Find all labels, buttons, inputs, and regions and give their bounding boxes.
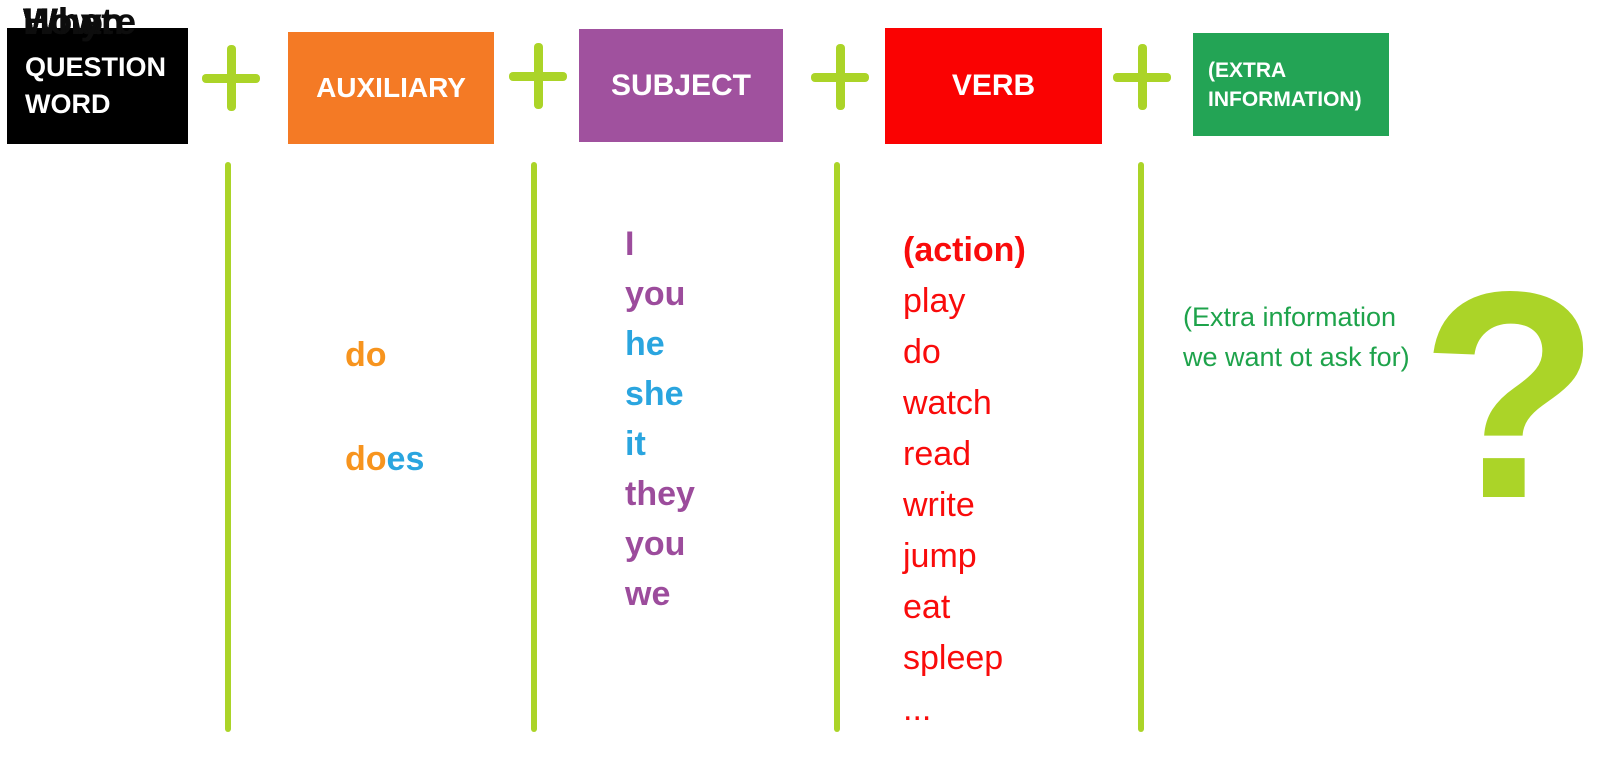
verb-box-label: VERB	[951, 69, 1036, 102]
verb-example: watch	[903, 384, 992, 422]
column-divider	[225, 162, 231, 732]
plus-vertical-bar	[835, 44, 845, 110]
verb-example: jump	[903, 537, 977, 575]
question-word-item: What	[23, 1, 114, 42]
subject-pronoun: you	[625, 275, 686, 313]
auxiliary-box-label: AUXILIARY	[316, 72, 466, 103]
plus-vertical-bar	[533, 43, 543, 109]
subject-pronoun: you	[625, 525, 686, 563]
extra-information-box-label: (EXTRA INFORMATION)	[1208, 58, 1362, 111]
subject-pronoun: I	[625, 225, 635, 263]
subject-box: SUBJECT	[579, 29, 783, 142]
verb-example: read	[903, 435, 972, 473]
subject-pronoun: they	[625, 475, 695, 513]
subject-pronoun: it	[625, 425, 646, 463]
auxiliary-does-root: do	[345, 440, 387, 478]
verb-example: do	[903, 333, 941, 371]
question-word-box-label: QUESTION WORD	[25, 52, 167, 119]
question-word-box: QUESTION WORD	[7, 28, 188, 144]
question-word-item: Where	[23, 1, 137, 42]
question-word-item: When	[23, 1, 124, 42]
subject-box-label: SUBJECT	[610, 68, 752, 102]
subject-pronoun: we	[625, 575, 671, 613]
extra-information-note-line1: (Extra information	[1183, 302, 1397, 332]
extra-information-box: (EXTRA INFORMATION)	[1193, 33, 1389, 136]
plus-icon	[1113, 44, 1171, 110]
column-divider	[531, 162, 537, 732]
extra-information-note: (Extra information we want ot ask for)	[1183, 297, 1410, 377]
auxiliary-do-text: do	[345, 336, 387, 374]
extra-information-note-line2: we want ot ask for)	[1183, 342, 1410, 372]
auxiliary-box: AUXILIARY	[288, 32, 494, 144]
verb-box: VERB	[885, 28, 1102, 144]
plus-vertical-bar	[1137, 44, 1147, 110]
plus-icon	[202, 45, 260, 111]
auxiliary-word-do: do	[345, 336, 387, 375]
question-word-item: Who	[23, 1, 104, 42]
plus-icon	[811, 44, 869, 110]
auxiliary-word-does: does	[345, 440, 424, 479]
verb-example: spleep	[903, 639, 1004, 677]
plus-vertical-bar	[226, 45, 236, 111]
question-mark-graphic: ?	[1419, 230, 1600, 560]
subject-pronoun: she	[625, 375, 684, 413]
verb-example: write	[903, 486, 975, 524]
question-word-item: How	[23, 1, 102, 42]
column-divider	[1138, 162, 1144, 732]
subject-pronoun: he	[625, 325, 665, 363]
auxiliary-does-suffix: es	[386, 440, 425, 478]
column-divider	[834, 162, 840, 732]
verb-list-header: (action)	[903, 231, 1026, 269]
verb-example: eat	[903, 588, 951, 626]
verb-example: play	[903, 282, 966, 320]
subject-pronoun-list: I you he she it they you we	[625, 219, 695, 619]
verb-example-list: (action) play do watch read write jump e…	[903, 225, 1026, 735]
verb-ellipsis: ...	[903, 690, 932, 728]
plus-icon	[509, 43, 567, 109]
question-word-item: Why	[23, 1, 102, 42]
